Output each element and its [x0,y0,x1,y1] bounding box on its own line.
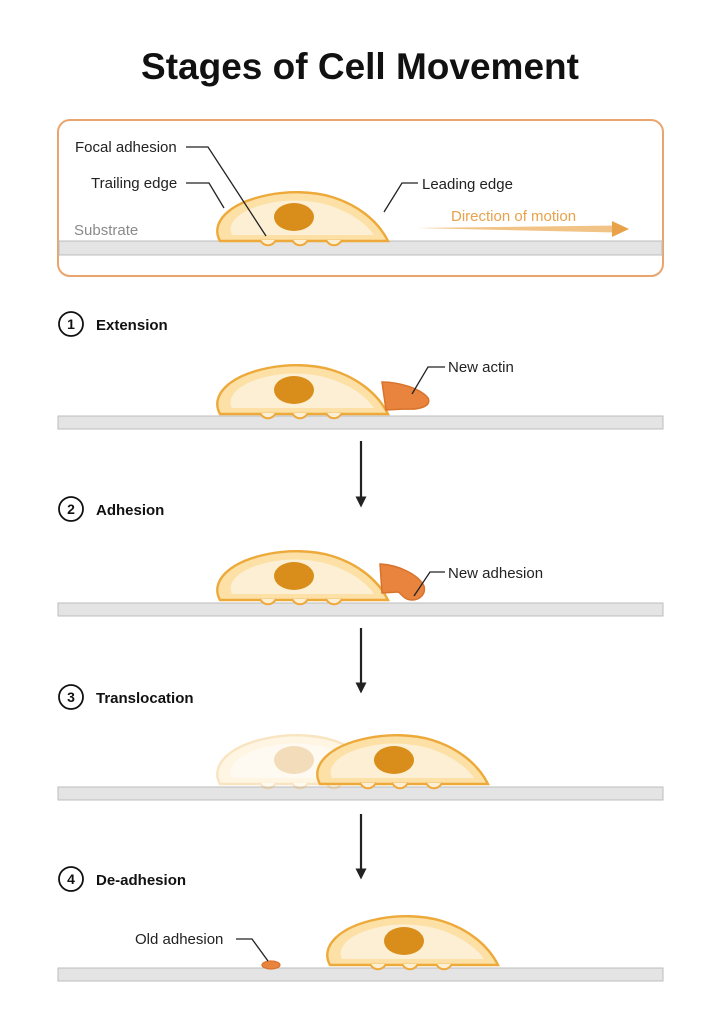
stage-1-badge [58,311,84,337]
stage-2-badge [58,496,84,522]
focal-adhesion-label: Focal adhesion [75,139,177,156]
stage-1-number: 1 [67,316,75,332]
stage-1-substrate [57,415,664,430]
trailing-edge-leader [186,182,225,209]
old-adhesion-remnant [261,960,281,970]
overview-frame [57,119,664,277]
stage-4-title: De-adhesion [96,872,186,889]
new-actin-region [381,381,430,411]
old-adhesion-leader [236,938,269,962]
overview-substrate [58,240,663,256]
overview-panel: Focal adhesion Trailing edge Leading edg… [57,119,664,277]
new-adhesion-region [379,563,426,601]
stage-3-title: Translocation [96,690,194,707]
stage-4: 4 De-adhesion Old adhesion [57,866,664,982]
stage-3-badge [58,684,84,710]
trailing-edge-label: Trailing edge [91,175,177,192]
stage-1: 1 Extension New actin [57,311,664,430]
diagram-title: Stages of Cell Movement [141,46,579,87]
focal-adhesion-leader [186,146,267,237]
stage-4-number: 4 [67,871,75,887]
stage-4-cell [326,915,500,971]
stage-4-badge [58,866,84,892]
leading-edge-label: Leading edge [422,176,513,193]
new-adhesion-label: New adhesion [448,565,543,582]
old-adhesion-label: Old adhesion [135,931,223,948]
stage-3-number: 3 [67,689,75,705]
new-actin-leader [411,366,445,395]
stage-2: 2 Adhesion New adhesion [57,496,664,617]
stage-2-number: 2 [67,501,75,517]
new-actin-label: New actin [448,359,514,376]
direction-arrow-shaft [416,225,615,233]
stage-4-substrate [57,967,664,982]
stage-2-title: Adhesion [96,502,164,519]
stage-1-title: Extension [96,317,168,334]
stage-1-cell [216,364,390,420]
stage-2-substrate [57,602,664,617]
leading-edge-leader [383,182,418,213]
stage-3: 3 Translocation [57,684,664,801]
stage-3-substrate [57,786,664,801]
direction-arrow-head [612,221,629,237]
new-adhesion-leader [413,571,445,597]
substrate-label: Substrate [74,222,138,239]
direction-of-motion-label: Direction of motion [451,208,576,225]
stage-2-cell [216,550,390,606]
